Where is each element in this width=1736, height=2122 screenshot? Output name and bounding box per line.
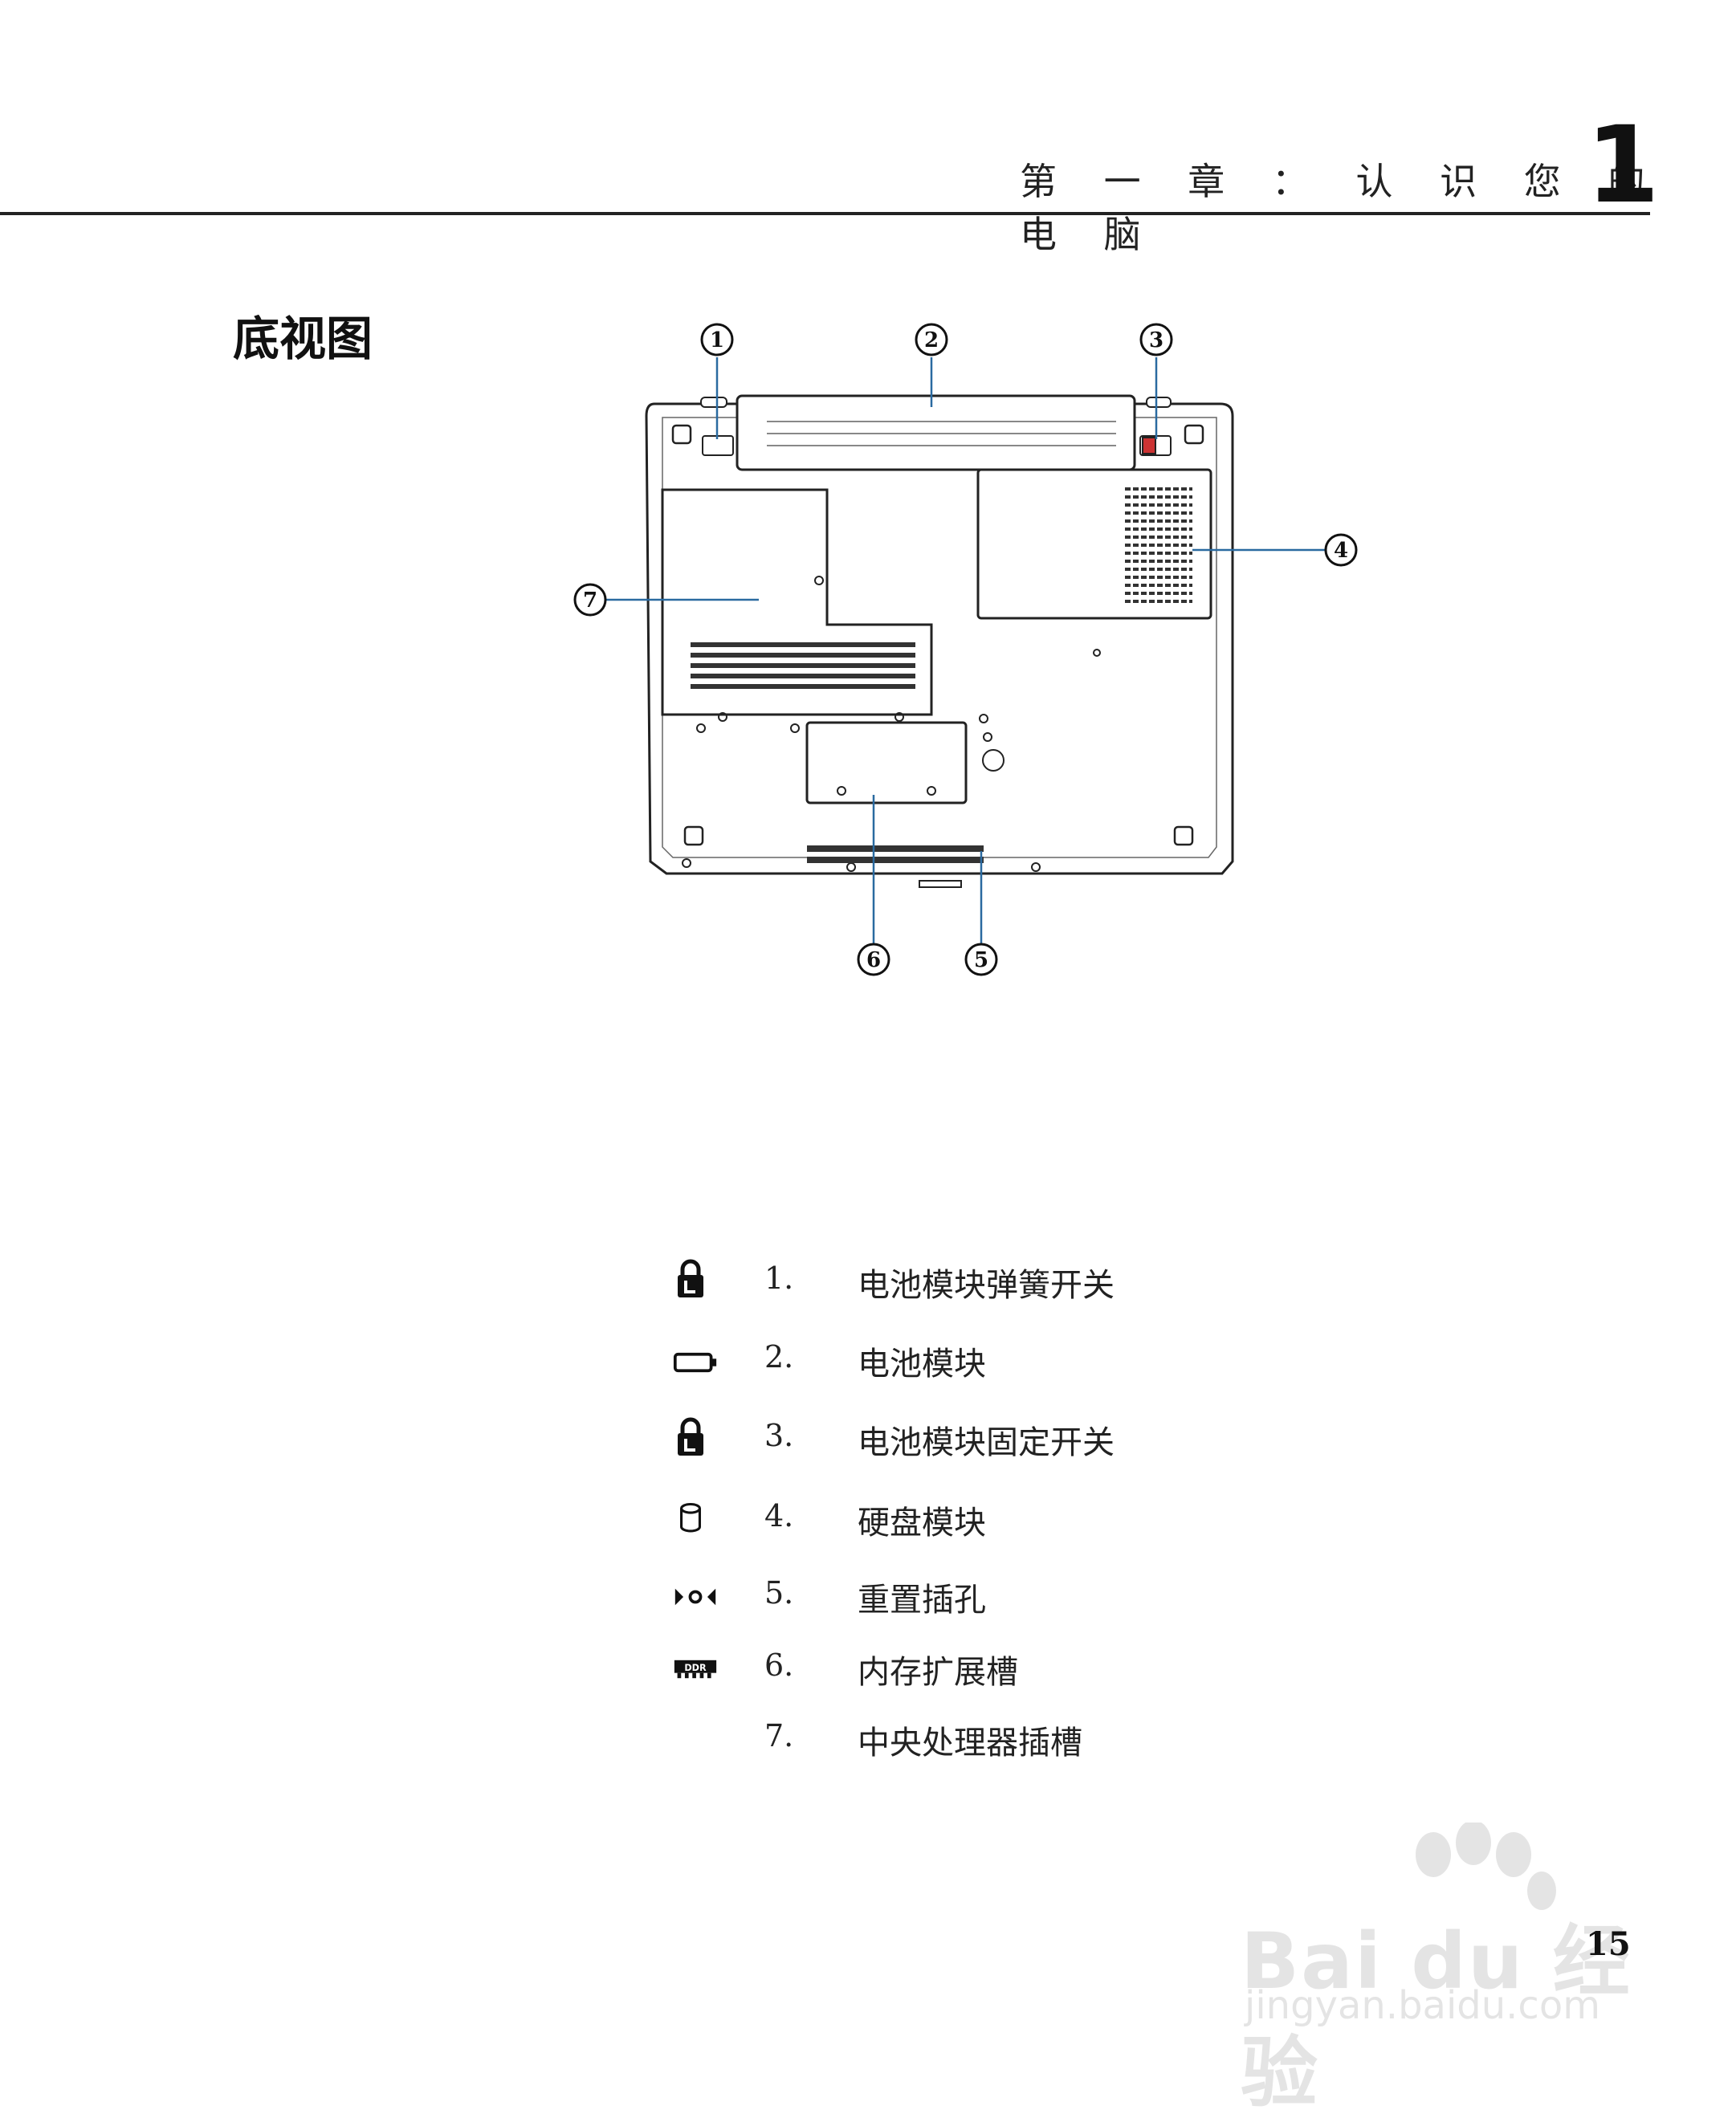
legend-label-4: 硬盘模块 [858,1505,986,1542]
callout-3: 3 [1149,328,1163,352]
legend-number-2: 2. [764,1339,794,1375]
legend-number-5: 5. [764,1575,794,1611]
battery-module [736,394,1136,471]
cpu-vents [691,642,915,689]
svg-text:DDR: DDR [684,1663,707,1673]
callout-4: 4 [1334,539,1348,563]
legend-label-7: 中央处理器插槽 [858,1725,1082,1762]
legend-label-6: 内存扩展槽 [858,1654,1018,1691]
cpu-panel [661,488,933,716]
legend-label-5: 重置插孔 [858,1582,986,1619]
callout-6: 6 [866,948,881,972]
section-title: 底视图 [233,312,373,366]
legend-number-3: 3. [764,1418,794,1453]
bottom-vents [807,845,984,863]
header-divider [0,212,1650,215]
screws [682,576,1101,872]
battery-icon [673,1352,717,1373]
callout-2: 2 [924,328,939,352]
watermark-url: jingyan.baidu.com [1245,1983,1600,2028]
callout-7: 7 [583,589,597,613]
laptop-body [645,402,1234,875]
paw-logo-icon [1416,1823,1556,1910]
ddr-memory-icon: DDR [674,1660,717,1679]
legend-number-6: 6. [764,1648,794,1683]
reset-icon [674,1588,716,1606]
hdd-vents [1124,484,1192,603]
lock-icon [678,1417,703,1456]
legend-number-1: 1. [764,1261,794,1296]
chapter-title: 第 一 章 ： 认 识 您 的 电 脑 [1020,160,1663,256]
hard-disk-icon [680,1502,701,1533]
legend-label-2: 电池模块 [858,1346,986,1383]
chapter-number: 1 [1586,104,1660,227]
battery-lock-latch [1139,397,1172,456]
callout-5: 5 [974,948,988,972]
memory-panel [805,721,968,804]
legend-number-4: 4. [764,1498,794,1533]
legend-label-1: 电池模块弹簧开关 [858,1267,1115,1304]
laptop-bottom-diagram: 1 2 3 4 5 6 7 [573,323,1358,976]
lock-icon [678,1259,703,1297]
callout-circles [573,323,1358,976]
callout-1: 1 [710,328,724,352]
legend-number-7: 7. [764,1718,794,1753]
callout-lines [606,357,1325,959]
page-number: 15 [1586,1925,1631,1963]
baidu-watermark: Bai du 经验 jingyan.baidu.com [1241,1823,1658,2118]
rubber-feet [671,424,1204,846]
legend-label-3: 电池模块固定开关 [858,1424,1115,1461]
